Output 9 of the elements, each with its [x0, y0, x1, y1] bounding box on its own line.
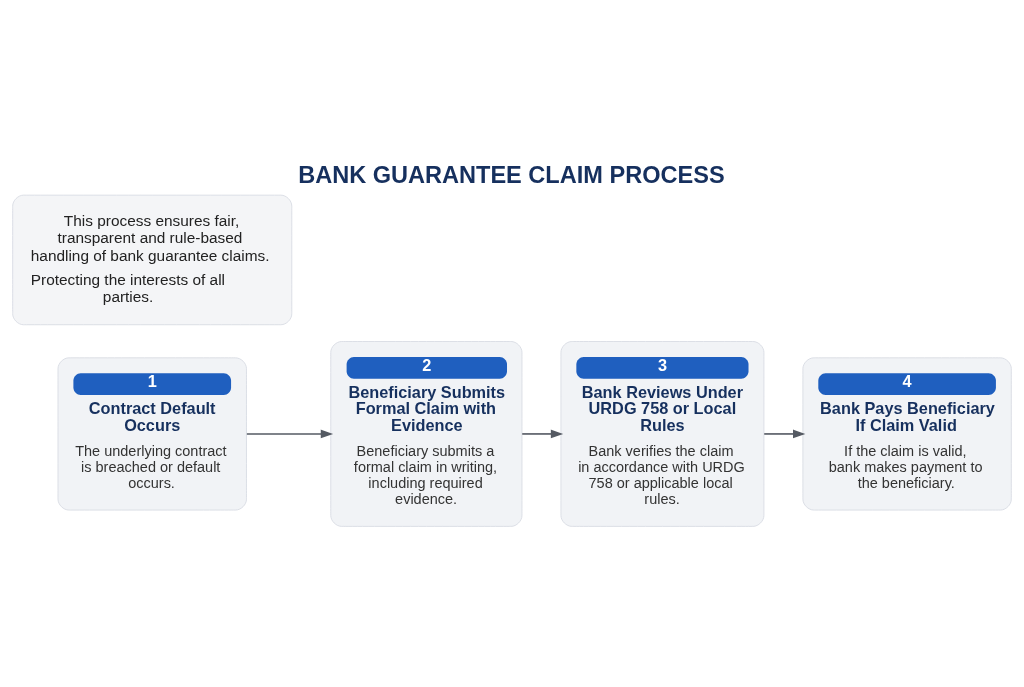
diagram-title: BANK GUARANTEE CLAIM PROCESS — [298, 161, 725, 188]
node-box: 2 Beneficiary Submits Formal Claim with Evidence Beneficiary submits a formal claim in writing, including required evidence. — [330, 340, 523, 527]
node-box: This process ensures fair, transparent and rule-based handling of bank guarantee claims. Protecting the interests of all parties. — [12, 194, 293, 325]
arrow — [763, 429, 806, 438]
node-box: 3 Bank Reviews Under URDG 758 or Local Rules Bank verifies the claim in accordance with URDG 758 or applicable local rules. — [560, 340, 765, 527]
node-box: 1 Contract Default Occurs The underlying contract is breached or default occurs. — [57, 356, 247, 510]
arrow — [521, 429, 564, 438]
node-box: 4 Bank Pays Beneficiary If Claim Valid If the claim is valid, bank makes payment to the beneficiary. — [802, 356, 1012, 510]
arrow — [246, 429, 334, 438]
